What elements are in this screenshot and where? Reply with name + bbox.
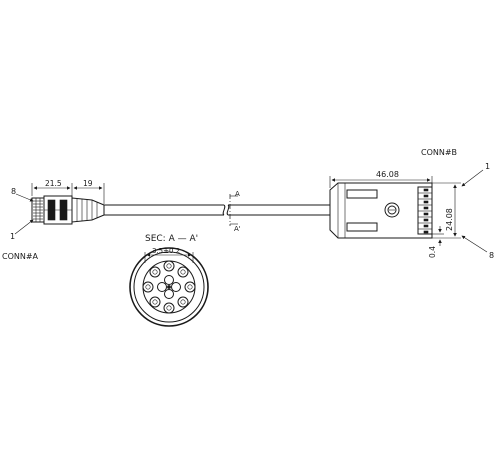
section-mark-a: A	[235, 190, 240, 198]
conn-b-receptacle	[329, 182, 433, 239]
conn-a-pin-8-label: 8	[11, 187, 16, 196]
plug-body-dimension: 21.5	[45, 179, 62, 188]
receptacle-width-dimension: 46.08	[376, 170, 399, 179]
section-mark-a-prime: A'	[234, 225, 241, 233]
conn-a-pin-1-label: 1	[10, 232, 15, 241]
conn-b-pin-1-label: 1	[485, 162, 490, 171]
cable	[104, 204, 330, 216]
conn-a-plug	[31, 195, 105, 225]
lead-offset-dimension: 0.4	[428, 246, 437, 258]
conn-a-dimensions: 21.5 19	[31, 179, 105, 204]
cable-diameter-dimension: 3.5±0.2	[152, 247, 180, 255]
receptacle-height-dimension: 24.08	[445, 208, 454, 231]
boot-dimension: 19	[83, 179, 93, 188]
cable-diameter-dimension-line: 3.5±0.2	[144, 247, 194, 263]
section-title: SEC: A — A'	[145, 234, 198, 244]
conn-a-contacts	[33, 198, 43, 222]
conn-b-pin-8-label: 8	[489, 251, 494, 260]
section-cut-marker: A A'	[229, 190, 241, 233]
conn-a-label: CONN#A	[2, 252, 39, 261]
conn-b-dimensions: 46.08 24.08 0.4	[329, 170, 461, 258]
cable-cross-section	[129, 247, 209, 327]
conn-b-contacts	[417, 186, 433, 235]
conn-b-label: CONN#B	[421, 148, 457, 157]
